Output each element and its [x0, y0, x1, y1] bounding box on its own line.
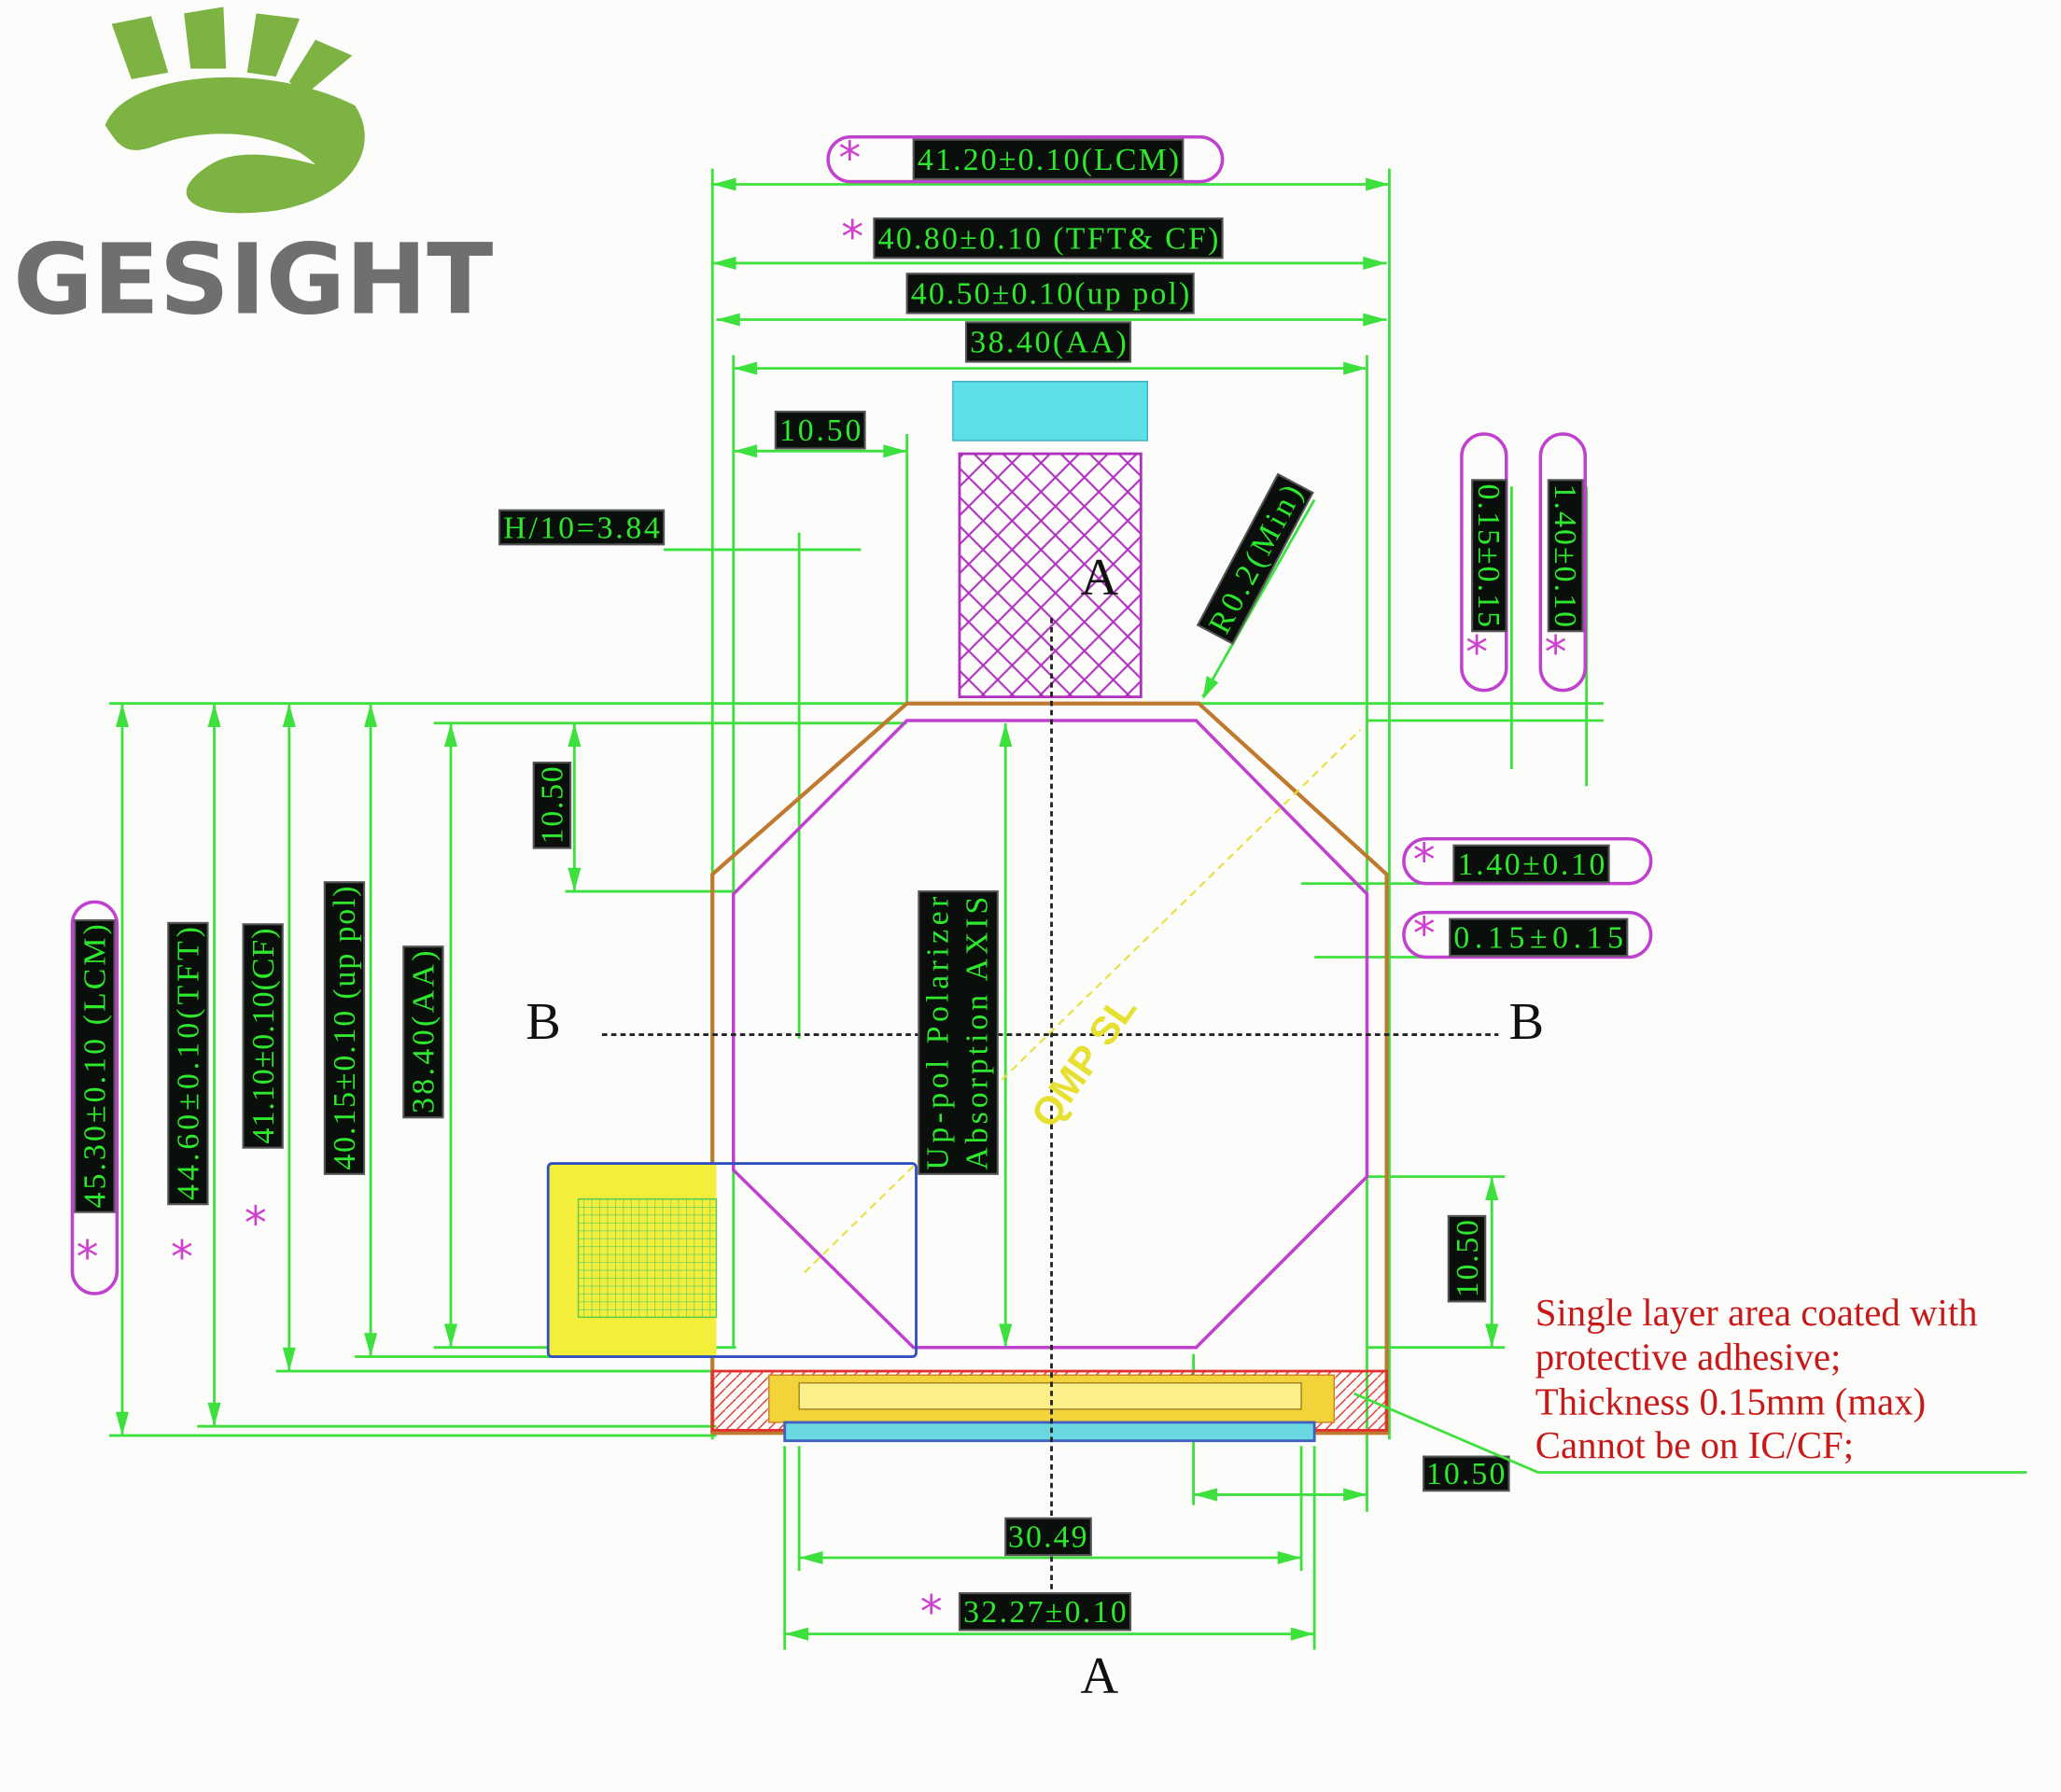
- svg-text:10.50: 10.50: [1451, 1220, 1485, 1297]
- svg-text:R0.2(Min): R0.2(Min): [1202, 479, 1310, 639]
- bottom-ledge: [710, 1369, 1389, 1443]
- active-area-outline: [731, 719, 1369, 1350]
- svg-text:*: *: [77, 1232, 99, 1283]
- polarizer-marker: QMP SL: [1022, 987, 1144, 1136]
- svg-text:protective adhesive;: protective adhesive;: [1535, 1337, 1842, 1379]
- section-b-right: B: [1509, 993, 1545, 1051]
- gesight-logo: GESIGHT: [13, 7, 493, 336]
- dim-label-right-v1: 0.15±0.15: [1471, 479, 1507, 633]
- svg-text:*: *: [1413, 909, 1436, 960]
- svg-text:1.40±0.10: 1.40±0.10: [1458, 847, 1605, 882]
- svg-text:10.50: 10.50: [1426, 1457, 1505, 1491]
- logo-text: GESIGHT: [13, 222, 493, 336]
- svg-text:Thickness 0.15mm (max): Thickness 0.15mm (max): [1535, 1381, 1926, 1423]
- dim-label-lcm-height: 45.30±0.10 (LCM): [74, 918, 116, 1213]
- dim-label-radius: R0.2(Min): [1196, 472, 1314, 645]
- section-b-left: B: [526, 993, 561, 1051]
- svg-text:*: *: [841, 213, 863, 264]
- polarizer-axis-label: Up-pol Polarizer Absorption AXIS: [918, 890, 999, 1175]
- svg-text:*: *: [1413, 835, 1436, 887]
- svg-text:44.60±0.10(TFT): 44.60±0.10(TFT): [172, 927, 206, 1200]
- dim-label-tft-height: 44.60±0.10(TFT): [167, 921, 209, 1206]
- section-a-top: A: [1081, 549, 1119, 607]
- dim-label-right-h1: 1.40±0.10: [1452, 844, 1610, 884]
- svg-text:0.15±0.15: 0.15±0.15: [1453, 921, 1623, 956]
- svg-text:40.80±0.10 (TFT& CF): 40.80±0.10 (TFT& CF): [878, 221, 1219, 256]
- critical-marker: [70, 900, 119, 1295]
- critical-marker: [1402, 910, 1653, 959]
- dim-label-offset: 10.50: [774, 411, 866, 450]
- dim-label-right-h2: 0.15±0.15: [1449, 917, 1629, 958]
- svg-text:30.49: 30.49: [1008, 1520, 1087, 1555]
- dim-label-cf-height: 41.10±0.10(CF): [242, 923, 284, 1149]
- dim-label-tft-width: 40.80±0.10 (TFT& CF): [873, 217, 1224, 259]
- svg-text:1.40±0.10: 1.40±0.10: [1548, 484, 1582, 627]
- svg-text:*: *: [245, 1198, 267, 1250]
- svg-text:H/10=3.84: H/10=3.84: [503, 511, 660, 545]
- dim-label-h10: H/10=3.84: [498, 509, 666, 546]
- svg-text:0.15±0.15: 0.15±0.15: [1471, 484, 1506, 627]
- dim-label-right-v2: 1.40±0.10: [1547, 479, 1584, 633]
- dim-label-aa-width: 38.40(AA): [964, 321, 1132, 363]
- dim-label-uppol-height: 40.15±0.10 (up pol): [323, 881, 366, 1175]
- dim-label-bottom-outer: 32.27±0.10: [958, 1591, 1132, 1631]
- svg-text:Single layer area coated with: Single layer area coated with: [1535, 1292, 1978, 1334]
- svg-text:41.10±0.10(CF): 41.10±0.10(CF): [246, 929, 281, 1144]
- svg-text:*: *: [838, 133, 861, 185]
- svg-text:Absorption AXIS: Absorption AXIS: [960, 897, 995, 1170]
- dim-label-corner-left: 10.50: [532, 762, 572, 849]
- dim-label-lcm-width: 41.20±0.10(LCM): [912, 138, 1185, 180]
- adhesive-note: Single layer area coated with protective…: [1535, 1292, 1978, 1466]
- dim-label-uppol-width: 40.50±0.10(up pol): [905, 273, 1195, 315]
- note-leader: [1353, 1392, 2027, 1474]
- critical-marker: [1402, 836, 1653, 886]
- svg-text:41.20±0.10(LCM): 41.20±0.10(LCM): [918, 143, 1179, 177]
- lcm-outline: [710, 701, 1389, 1435]
- svg-text:38.40(AA): 38.40(AA): [407, 950, 442, 1113]
- dimension-lines: [115, 177, 1499, 1641]
- svg-text:Cannot be on IC/CF;: Cannot be on IC/CF;: [1535, 1424, 1854, 1466]
- svg-text:*: *: [1465, 628, 1488, 679]
- svg-text:40.50±0.10(up pol): 40.50±0.10(up pol): [911, 277, 1190, 312]
- dim-label-bottom-inner: 30.49: [1004, 1517, 1092, 1557]
- svg-text:*: *: [920, 1588, 943, 1639]
- svg-text:Up-pol Polarizer: Up-pol Polarizer: [920, 897, 955, 1170]
- critical-marker: [826, 135, 1225, 184]
- svg-text:38.40(AA): 38.40(AA): [970, 326, 1127, 360]
- svg-text:*: *: [171, 1232, 193, 1283]
- dim-label-corner-h: 10.50: [1422, 1455, 1510, 1492]
- section-a-bottom: A: [1081, 1647, 1119, 1705]
- svg-text:*: *: [1545, 628, 1567, 679]
- fpc-connector: [952, 381, 1149, 441]
- svg-text:10.50: 10.50: [779, 413, 861, 448]
- svg-text:10.50: 10.50: [536, 766, 570, 844]
- dim-label-corner-right: 10.50: [1447, 1214, 1487, 1303]
- polarizer-axis-line: [804, 729, 1362, 1274]
- dim-label-aa-height: 38.40(AA): [402, 945, 444, 1119]
- critical-marker: [1538, 432, 1588, 693]
- svg-text:40.15±0.10 (up pol): 40.15±0.10 (up pol): [328, 886, 362, 1169]
- svg-text:32.27±0.10: 32.27±0.10: [963, 1595, 1127, 1630]
- ic-area: [546, 1162, 918, 1358]
- asterisk-icons: * * * * * * * * * *: [77, 133, 1567, 1638]
